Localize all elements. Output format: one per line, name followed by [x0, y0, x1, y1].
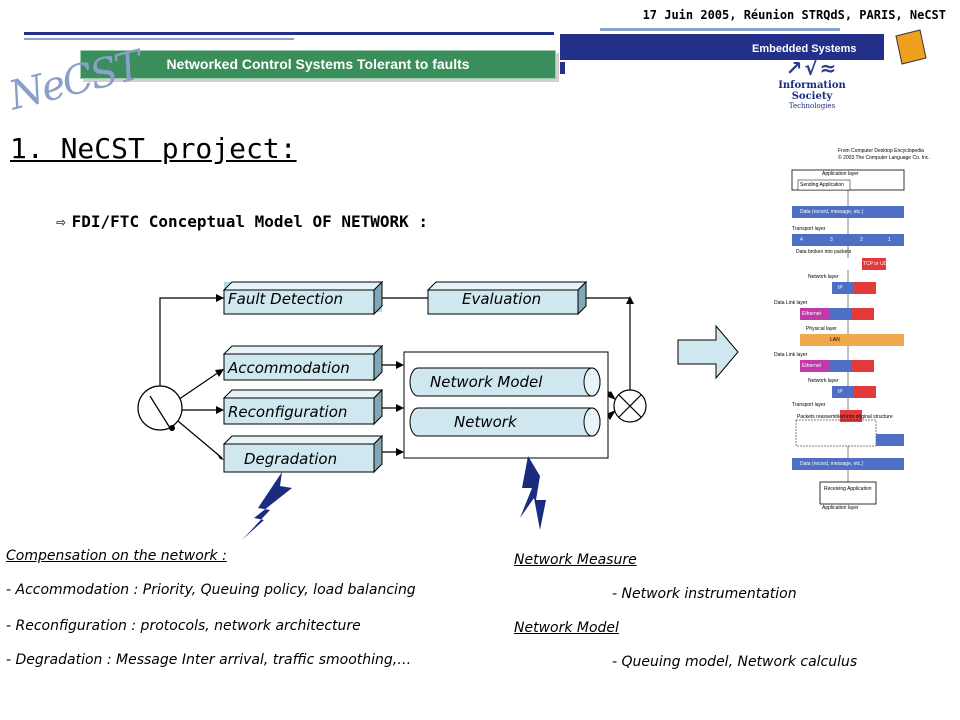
stack-broken: Data broken into packets: [796, 249, 852, 255]
accommodation-label: Accommodation: [228, 359, 350, 377]
stack-credit-2: © 2003 The Computer Language Co. Inc.: [838, 155, 930, 161]
stack-datalink-layer-2: Data Link layer: [774, 352, 808, 358]
stack-app-layer: Application layer: [822, 171, 859, 177]
stack-data-top: Data (record, message, etc.): [800, 209, 864, 215]
stack-data-bottom: Data (record, message, etc.): [800, 461, 864, 467]
network-cylinder: [409, 407, 601, 437]
stack-network-layer-1: Network layer: [808, 274, 839, 280]
fault-detection-box: [222, 280, 384, 316]
stack-n2: 2: [860, 237, 863, 243]
lightning-bolt-right-icon: [520, 456, 546, 530]
stack-ethernet-2: Ethernet: [802, 363, 821, 369]
compensation-item-reconfiguration: - Reconfiguration : protocols, network a…: [6, 618, 361, 634]
network-model-cylinder: [409, 367, 601, 397]
protocol-stack-figure: [791, 169, 905, 505]
stack-credit-1: From Computer Desktop Encyclopedia: [838, 148, 924, 154]
stack-ip-1: IP: [838, 285, 843, 291]
stack-n4: 4: [800, 237, 803, 243]
switch-element: [137, 385, 183, 431]
compensation-item-accommodation: - Accommodation : Priority, Queuing poli…: [6, 582, 416, 598]
evaluation-box: [426, 280, 588, 316]
network-model-label: Network Model: [430, 373, 543, 391]
stack-ethernet-1: Ethernet: [802, 311, 821, 317]
header-decoration: [24, 28, 927, 74]
evaluation-label: Evaluation: [462, 290, 542, 308]
page-title: 1. NeCST project:: [10, 132, 297, 165]
line-switch-to-fault: [159, 297, 224, 392]
lightning-bolt-left-icon: [242, 472, 292, 540]
ist-icons: ↗√≈: [785, 56, 839, 80]
summing-junction: [613, 389, 647, 423]
network-measure-title: Network Measure: [514, 552, 637, 568]
fault-detection-label: Fault Detection: [228, 290, 344, 308]
stack-datalink-layer-1: Data Link layer: [774, 300, 808, 306]
section-subtitle: ⇨ FDI/FTC Conceptual Model OF NETWORK :: [56, 212, 428, 231]
stack-receiving-app: Receiving Application: [824, 486, 872, 492]
compensation-title: Compensation on the network :: [6, 548, 227, 564]
reconfiguration-label: Reconfiguration: [228, 403, 348, 421]
stack-physical-layer: Physical layer: [806, 326, 837, 332]
embedded-systems-label: Embedded Systems: [752, 43, 857, 55]
compensation-item-degradation: - Degradation : Message Inter arrival, t…: [6, 652, 412, 668]
stack-ip-2: IP: [838, 389, 843, 395]
header-bar: [560, 34, 884, 60]
big-right-arrow-icon: [677, 324, 739, 380]
orange-folder-icon: [895, 29, 927, 65]
ist-line-2: Technologies: [788, 102, 836, 110]
stack-transport-layer-2: Transport layer: [792, 402, 826, 408]
stack-n3: 3: [830, 237, 833, 243]
stack-app-layer-bottom: Application layer: [822, 505, 859, 511]
network-label: Network: [454, 413, 517, 431]
subtitle-text: FDI/FTC Conceptual Model OF NETWORK :: [71, 212, 429, 231]
stack-network-layer-2: Network layer: [808, 378, 839, 384]
network-model-item: - Queuing model, Network calculus: [612, 654, 858, 670]
date-line: 17 Juin 2005, Réunion STRQdS, PARIS, NeC…: [642, 8, 946, 22]
stack-tcp-1: TCP or UDP: [863, 261, 891, 267]
stack-reassembled: Packets reassembled into original struct…: [797, 414, 893, 420]
accommodation-box: [222, 344, 384, 382]
stack-transport-layer: Transport layer: [792, 226, 826, 232]
project-banner: Networked Control Systems Tolerant to fa…: [80, 50, 556, 79]
ist-line-1: Information Society: [778, 80, 846, 102]
right-arrow-icon: ⇨: [56, 212, 66, 231]
stack-sending-app: Sending Application: [800, 182, 844, 188]
network-model-title: Network Model: [514, 620, 619, 636]
ist-logo: ↗√≈ Information Society Technologies: [772, 56, 852, 110]
network-measure-item: - Network instrumentation: [612, 586, 797, 602]
degradation-label: Degradation: [244, 450, 338, 468]
degradation-box: [222, 434, 384, 474]
reconfiguration-box: [222, 388, 384, 426]
stack-lan: LAN: [830, 337, 840, 343]
stack-n1: 1: [888, 237, 891, 243]
